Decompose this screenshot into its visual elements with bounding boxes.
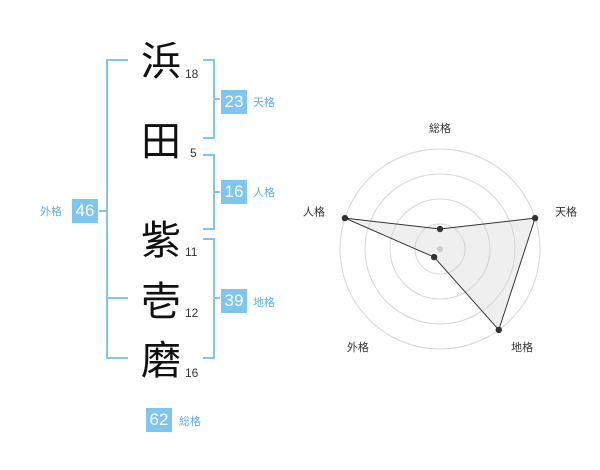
gaikaku-label: 外格 xyxy=(40,205,62,218)
tenkaku-tick xyxy=(215,98,220,100)
jinkaku-tick xyxy=(215,191,220,193)
radar-axis-label-3: 地格 xyxy=(511,340,533,354)
name-char-1: 浜 xyxy=(141,39,181,85)
gaikaku-score: 46 xyxy=(72,199,98,223)
radar-grid xyxy=(339,148,541,350)
jinkaku-score: 16 xyxy=(221,180,247,204)
soukaku-label: 総格 xyxy=(179,415,201,428)
radar-axis-label-2: 天格 xyxy=(555,205,577,219)
radar-ring-4 xyxy=(339,148,541,350)
gaikaku-bracket xyxy=(106,59,128,359)
radar-point-5 xyxy=(341,214,349,222)
gaikaku-inner-tick xyxy=(106,297,128,299)
chikaku-bracket xyxy=(203,238,215,359)
stroke-count-1: 18 xyxy=(185,67,199,81)
radar-axis-label-4: 外格 xyxy=(347,340,369,354)
stroke-count-5: 16 xyxy=(185,366,199,380)
tenkaku-bracket xyxy=(203,59,215,139)
radar-point-4 xyxy=(430,253,438,261)
chikaku-label: 地格 xyxy=(253,296,275,309)
soukaku-score: 62 xyxy=(146,408,172,432)
name-char-4: 壱 xyxy=(141,279,181,325)
jinkaku-bracket xyxy=(203,154,215,230)
name-char-2: 田 xyxy=(141,119,181,165)
radar-axis-label-1: 総格 xyxy=(429,121,451,135)
radar-center xyxy=(437,246,443,252)
stroke-count-3: 11 xyxy=(185,245,198,259)
chikaku-tick xyxy=(215,297,220,299)
radar-point-3 xyxy=(495,326,502,334)
radar-points xyxy=(341,214,539,334)
gaikaku-tick xyxy=(99,210,106,212)
jinkaku-label: 人格 xyxy=(253,186,275,199)
stroke-count-2: 5 xyxy=(190,146,197,160)
radar-series-area xyxy=(344,217,536,331)
radar-axis-label-5: 人格 xyxy=(303,205,325,219)
name-char-5: 磨 xyxy=(141,338,181,384)
radar-ring-3 xyxy=(364,173,516,325)
chikaku-score: 39 xyxy=(221,289,247,313)
radar-ring-2 xyxy=(389,198,491,300)
radar-point-1 xyxy=(436,225,444,233)
tenkaku-score: 23 xyxy=(221,90,247,114)
stroke-count-4: 12 xyxy=(185,306,199,320)
tenkaku-label: 天格 xyxy=(253,96,275,109)
name-char-3: 紫 xyxy=(141,218,181,264)
radar-point-2 xyxy=(531,214,539,222)
